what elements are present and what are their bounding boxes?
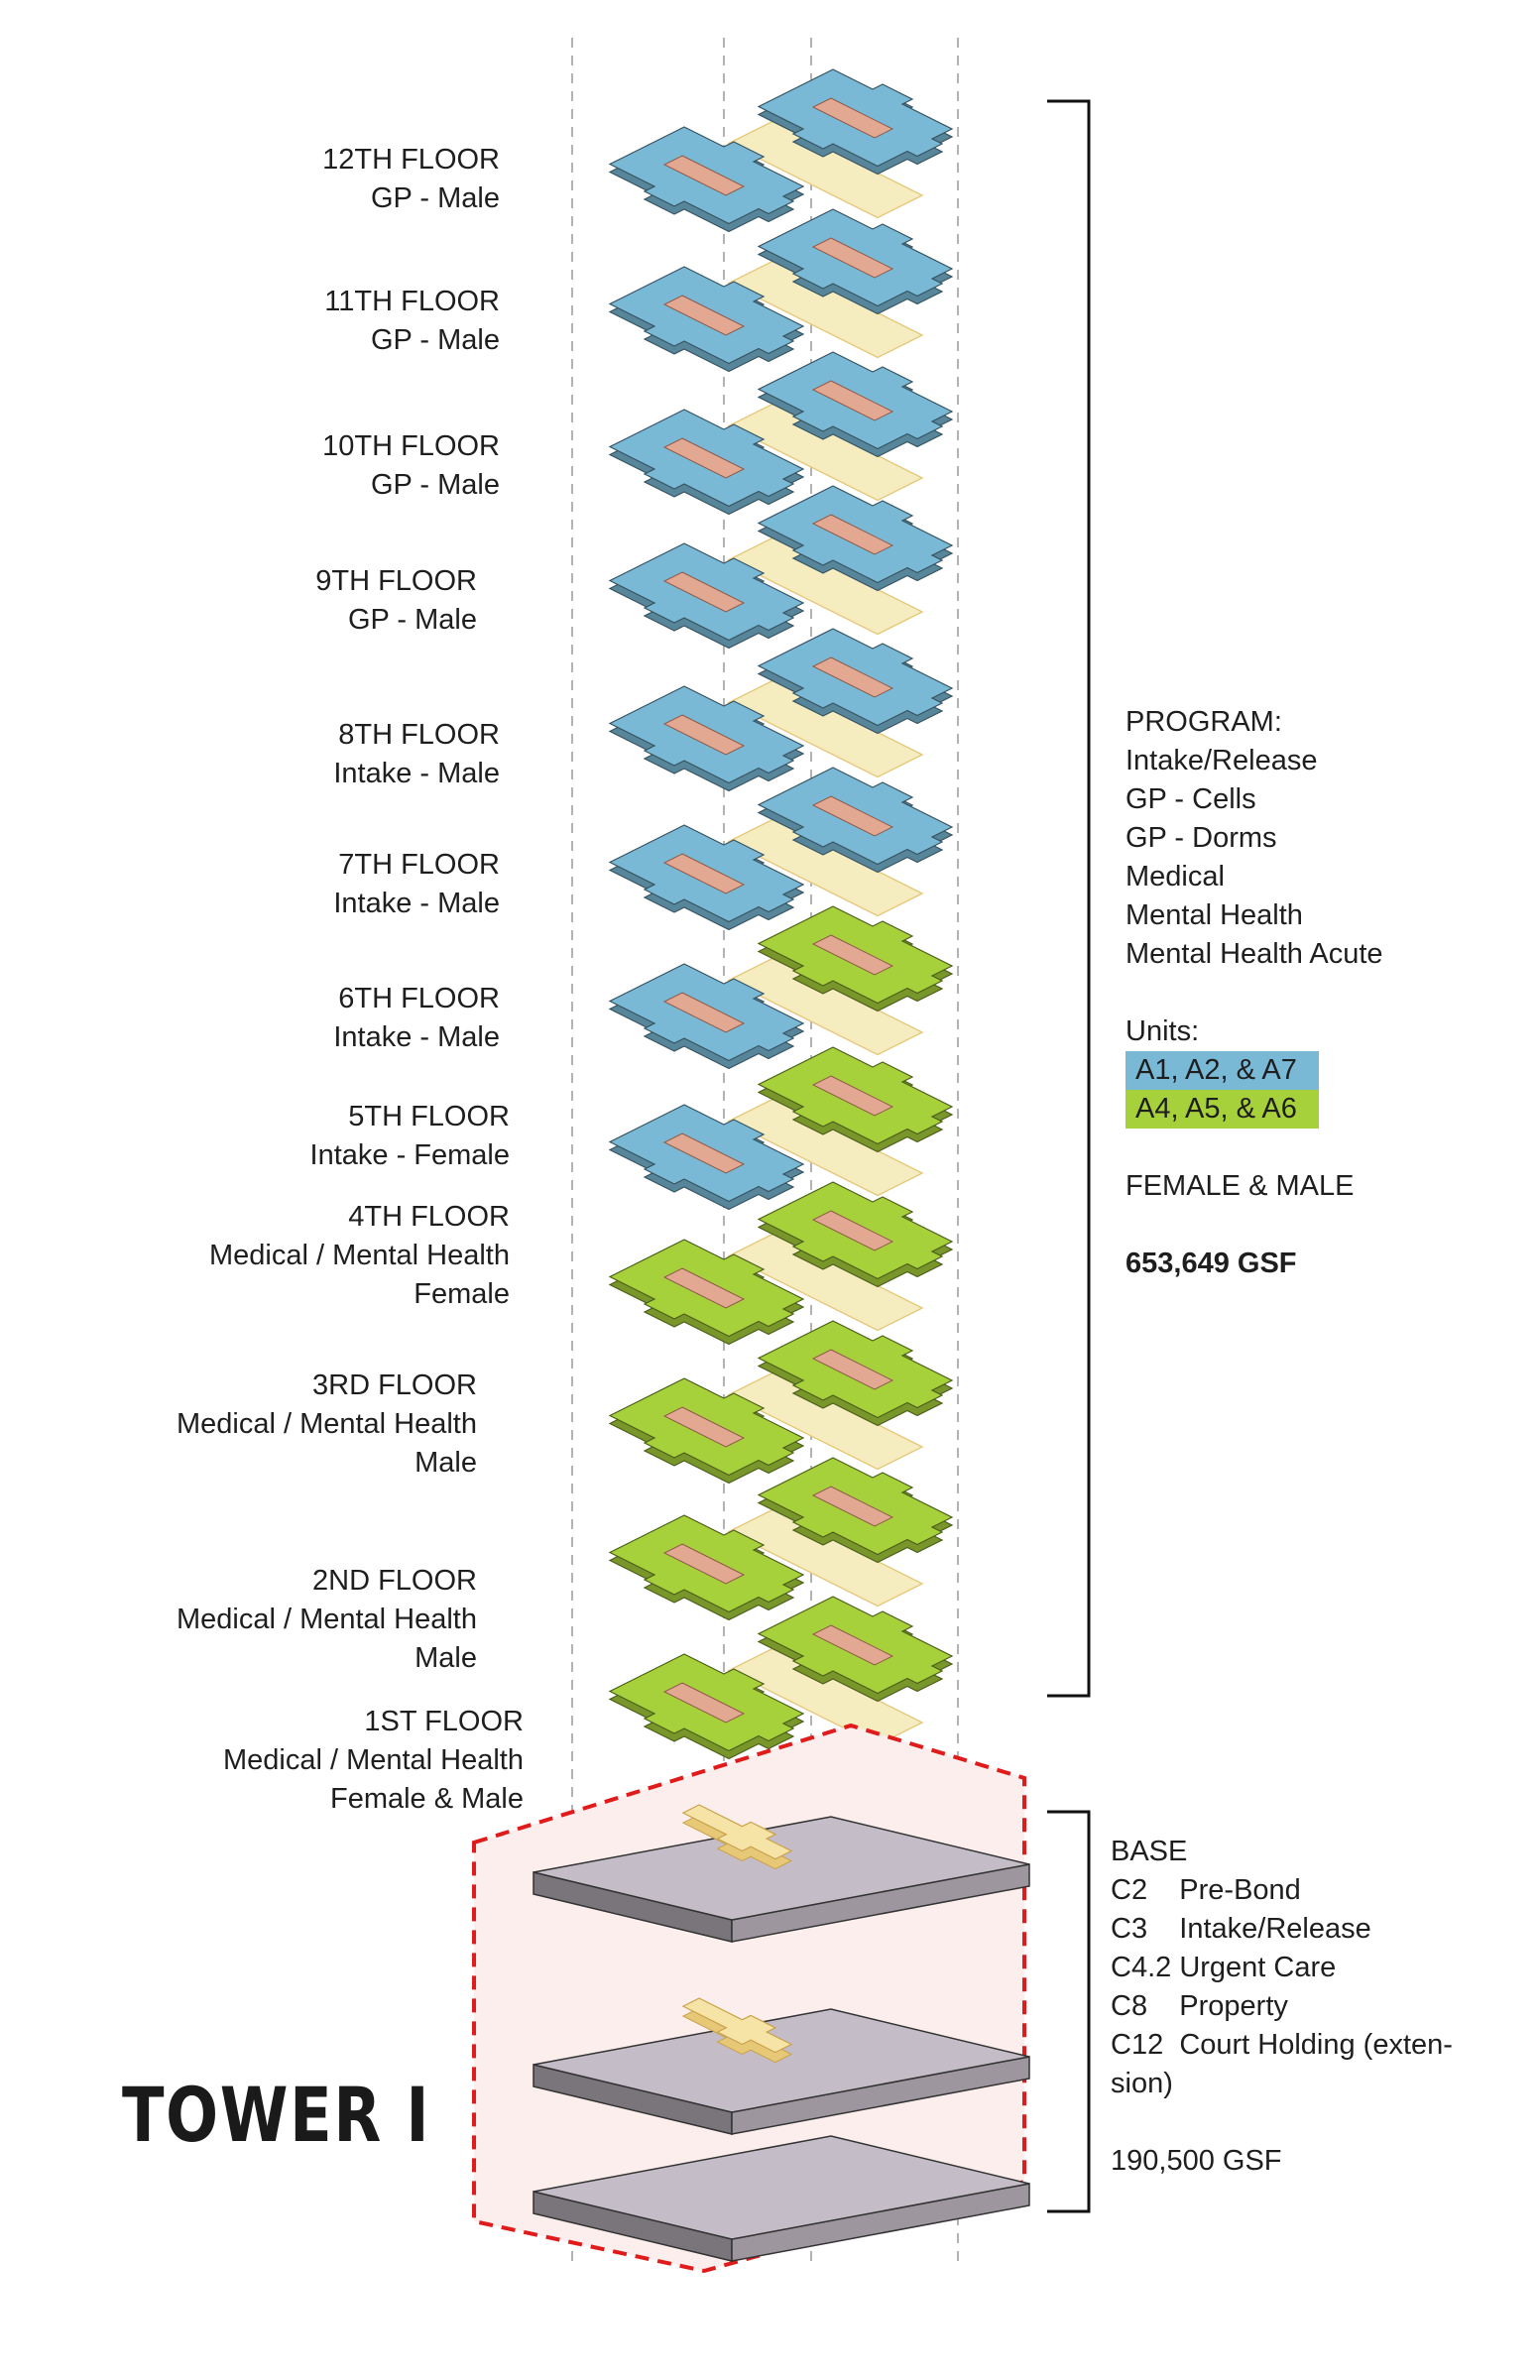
core-back <box>811 1349 894 1390</box>
program-item: Mental Health <box>1125 899 1303 931</box>
core-front <box>662 295 746 336</box>
population-label: FEMALE & MALE <box>1125 1170 1355 1202</box>
core-back <box>811 1210 894 1251</box>
unit-chip-blue: A1, A2, & A7 <box>1125 1051 1319 1090</box>
core-front <box>662 992 746 1033</box>
base-gsf: 190,500 GSF <box>1111 2145 1282 2177</box>
base-core-footprint-upper <box>681 1804 793 1860</box>
core-front <box>662 1543 746 1585</box>
core-back <box>811 1075 894 1117</box>
program-item: Medical <box>1125 861 1225 892</box>
base-bracket <box>1047 1810 1091 2213</box>
core-front <box>662 1682 746 1724</box>
core-front <box>662 853 746 894</box>
tower-gsf: 653,649 GSF <box>1125 1248 1297 1279</box>
core-back <box>811 934 894 976</box>
base-item: C3 Intake/Release <box>1111 1913 1371 1945</box>
base-heading: BASE <box>1111 1836 1188 1867</box>
core-back <box>811 656 894 698</box>
unit-chip-green: A4, A5, & A6 <box>1125 1090 1319 1129</box>
units-heading: Units: <box>1125 1015 1200 1047</box>
program-legend: PROGRAM: Intake/Release GP - Cells GP - … <box>1125 703 1383 1283</box>
core-back <box>811 237 894 279</box>
core-back <box>811 1486 894 1527</box>
base-item: C4.2 Urgent Care <box>1111 1952 1337 1983</box>
program-item: Mental Health Acute <box>1125 938 1383 970</box>
core-front <box>662 155 746 196</box>
base-item: C8 Property <box>1111 1990 1288 2022</box>
program-heading: PROGRAM: <box>1125 706 1282 738</box>
base-core-footprint-middle <box>681 1997 793 2054</box>
tower-title: TOWER I <box>122 2071 431 2159</box>
core-back <box>811 514 894 555</box>
core-front <box>662 1406 746 1448</box>
core-back <box>811 1624 894 1666</box>
program-item: GP - Cells <box>1125 783 1256 815</box>
base-item: sion) <box>1111 2068 1173 2099</box>
core-front <box>662 571 746 613</box>
core-front <box>662 714 746 756</box>
core-back <box>811 97 894 139</box>
core-back <box>811 380 894 421</box>
base-item: C2 Pre-Bond <box>1111 1874 1301 1906</box>
base-item: C12 Court Holding (exten- <box>1111 2029 1453 2061</box>
program-item: GP - Dorms <box>1125 822 1277 854</box>
core-back <box>811 795 894 837</box>
base-legend: BASE C2 Pre-Bond C3 Intake/Release C4.2 … <box>1111 1833 1453 2181</box>
tower-bracket <box>1047 99 1091 1698</box>
core-front <box>662 1267 746 1309</box>
program-item: Intake/Release <box>1125 745 1318 776</box>
base-slab-lower <box>533 2135 1030 2240</box>
core-front <box>662 1132 746 1174</box>
core-front <box>662 437 746 479</box>
